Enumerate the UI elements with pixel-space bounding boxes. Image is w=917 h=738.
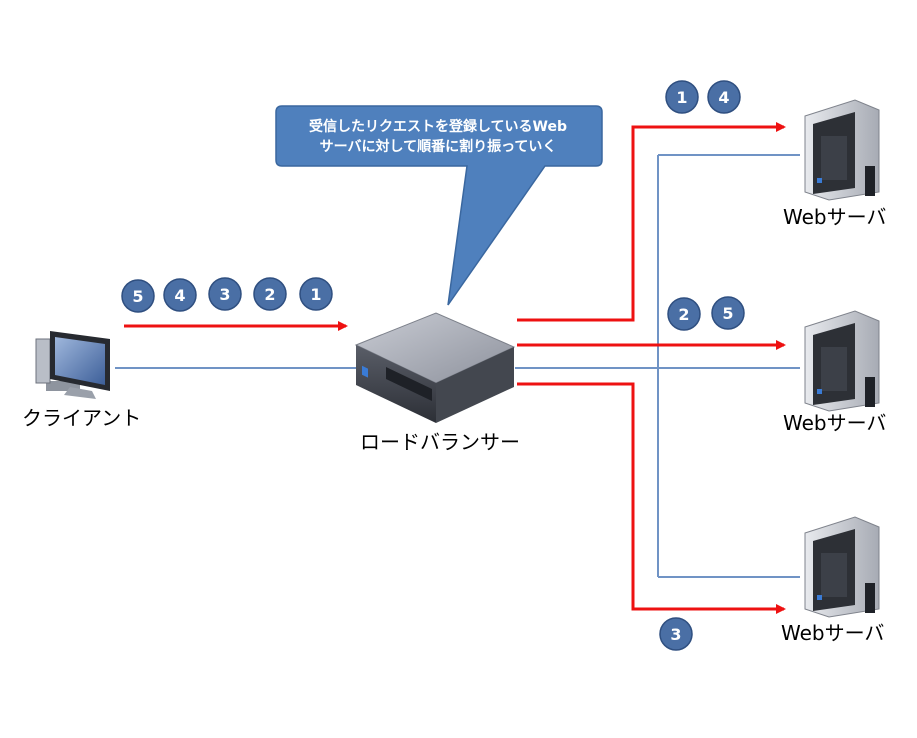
request-badge: 3: [659, 617, 693, 651]
desktop-monitor-icon: [35, 331, 110, 399]
server2-label: Webサーバ: [783, 411, 887, 435]
tower-server-icon: [804, 516, 880, 618]
server3-assignment-badges: 3: [659, 617, 693, 651]
svg-text:2: 2: [264, 285, 275, 304]
svg-text:1: 1: [310, 285, 321, 304]
tower-server-icon: [804, 310, 880, 412]
request-badge: 1: [665, 80, 699, 114]
server3-label: Webサーバ: [781, 621, 885, 645]
svg-text:1: 1: [676, 88, 687, 107]
server2-assignment-badges: 2 5: [667, 296, 745, 331]
request-badge: 3: [208, 277, 242, 311]
request-arrows: [124, 122, 786, 614]
tower-server-icon: [804, 99, 880, 201]
request-badge: 2: [667, 297, 701, 331]
server1-assignment-badges: 1 4: [665, 80, 741, 114]
request-badge: 5: [121, 279, 155, 313]
request-badge: 1: [299, 277, 333, 311]
client-label: クライアント: [22, 406, 142, 430]
connection-lines: [115, 154, 800, 578]
svg-text:5: 5: [722, 304, 733, 323]
request-badge: 2: [253, 277, 287, 311]
route-to-server1-arrow: [517, 122, 786, 322]
request-badge: 5: [711, 296, 745, 330]
callout-line-2: サーバに対して順番に割り振っていく: [319, 139, 557, 155]
svg-text:4: 4: [174, 286, 185, 305]
server1-label: Webサーバ: [783, 205, 887, 229]
client-request-badges: 5 4 3 2 1: [121, 277, 333, 313]
rack-server-icon: [354, 312, 516, 423]
callout-line-1: 受信したリクエストを登録しているWeb: [308, 119, 568, 135]
svg-text:5: 5: [132, 287, 143, 306]
route-to-server3-arrow: [517, 382, 786, 614]
load-balancer-label: ロードバランサー: [360, 430, 520, 454]
svg-text:4: 4: [718, 88, 729, 107]
svg-text:3: 3: [670, 625, 681, 644]
callout-bubble: [275, 105, 603, 306]
svg-text:2: 2: [678, 305, 689, 324]
request-badge: 4: [707, 80, 741, 114]
svg-text:3: 3: [219, 285, 230, 304]
callout-text: 受信したリクエストを登録しているWeb サーバに対して順番に割り振っていく: [276, 111, 600, 163]
request-badge: 4: [163, 278, 197, 312]
